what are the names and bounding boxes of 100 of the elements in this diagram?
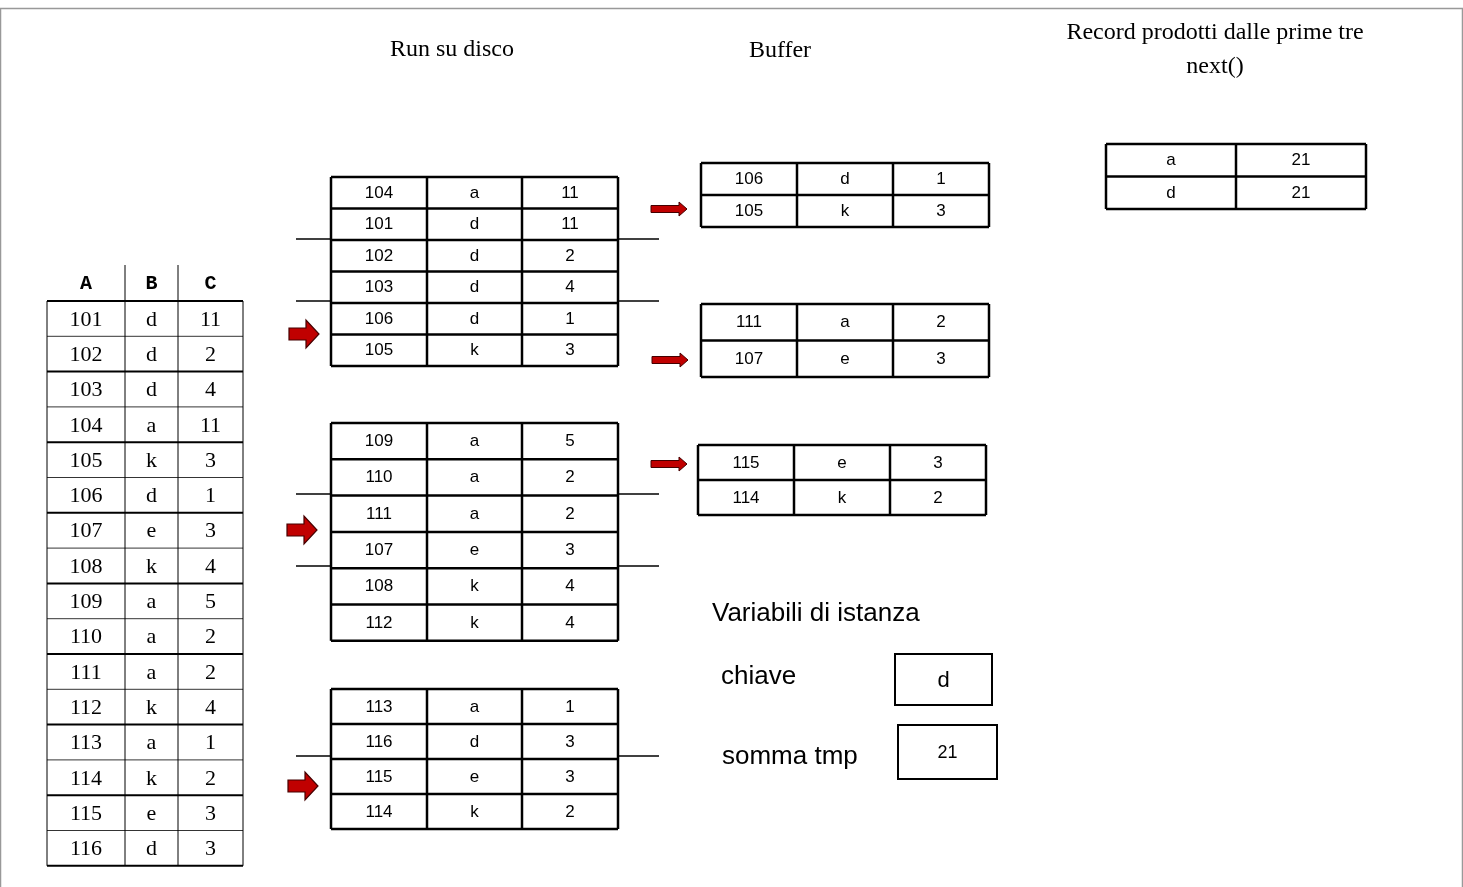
value-box [894,653,993,706]
table-cell-text: 106 [68,481,104,510]
table-cell-text: 115 [68,798,104,827]
table-cell-text: 110 [68,622,104,651]
table-cell-text: 2 [564,466,576,489]
table-cell-text: 108 [68,551,104,580]
table-cell-text: a [468,181,481,204]
table-cell-text: k [145,692,158,721]
table-cell-text: d [1165,181,1177,204]
table-cell-text: 1 [204,481,217,510]
table-cell-text: 4 [564,575,576,598]
table-cell-text: 2 [564,800,576,823]
table-cell-text: 110 [364,466,394,489]
table-cell-text: 114 [68,763,104,792]
table-cell-text: 115 [364,765,394,788]
value-text: d [937,666,950,693]
table-cell-text: 3 [935,347,947,370]
table-cell-text: 3 [935,200,947,222]
table-cell-text: e [836,451,848,474]
table-cell-text: 1 [204,728,217,757]
table-cell-text: 4 [204,551,217,580]
table-cell-text: k [469,611,480,634]
table-cell-text: a [839,311,851,334]
table-cell-text: a [1165,149,1177,172]
table-cell-text: 109 [68,587,104,616]
column-header: A [79,270,93,297]
table-cell-text: 112 [364,611,394,634]
table-cell-text: a [468,695,481,718]
table-cell-text: k [836,486,848,509]
table-cell-text: 21 [1290,181,1312,204]
table-cell-text: 106 [733,168,765,190]
table-cell-text: d [839,168,851,190]
table-cell-text: a [468,466,481,489]
table-cell-text: e [145,516,158,545]
table-cell-text: d [468,213,481,236]
table-cell-text: 111 [735,311,763,334]
table-cell-text: d [145,304,158,333]
table-cell-text: 4 [204,375,217,404]
section-heading: Variabili di istanza [712,595,921,629]
table-cell-text: 21 [1290,149,1312,172]
table-cell-text: e [145,798,158,827]
table-cell-text: a [145,410,158,439]
table-cell-text: d [468,244,481,267]
table-cell-text: 3 [932,451,944,474]
table-cell-text: 11 [560,213,580,236]
table-cell-text: 11 [198,410,223,439]
table-cell-text: 104 [68,410,104,439]
table-cell-text: 2 [204,339,217,368]
table-cell-text: 3 [564,765,576,788]
table-cell-text: d [145,481,158,510]
table-cell-text: 103 [68,375,104,404]
table-cell-text: 1 [564,695,576,718]
table-cell-text: d [468,307,481,330]
column-heading: Run su disco [389,34,515,64]
table-cell-text: 114 [364,800,394,823]
table-cell-text: 108 [363,575,395,598]
table-cell-text: 3 [204,834,217,863]
column-header: C [203,270,218,297]
table-cell-text: 105 [68,445,104,474]
table-cell-text: 3 [204,445,217,474]
table-cell-text: 107 [68,516,104,545]
table-cell-text: 2 [204,763,217,792]
table-cell-text: 3 [204,516,217,545]
table-cell-text: 103 [363,276,395,299]
table-cell-text: 113 [68,728,104,757]
table-cell-text: 115 [731,451,761,474]
table-cell-text: d [468,730,481,753]
table-cell-text: 5 [564,430,576,453]
table-cell-text: a [145,587,158,616]
table-cell-text: 5 [204,587,217,616]
table-cell-text: 116 [68,834,104,863]
table-cell-text: d [145,339,158,368]
table-cell-text: 102 [68,339,104,368]
table-cell-text: 111 [69,657,103,686]
table-cell-text: 111 [365,502,393,525]
table-cell-text: 106 [363,307,395,330]
table-cell-text: 2 [204,657,217,686]
table-cell-text: 104 [363,181,395,204]
table-cell-text: d [468,276,481,299]
table-cell-text: e [468,539,481,562]
table-cell-text: 4 [204,692,217,721]
table-cell-text: 1 [564,307,576,330]
table-cell-text: a [468,430,481,453]
table-cell-text: 113 [364,695,394,718]
table-cell-text: 11 [198,304,223,333]
table-cell-text: 2 [932,486,944,509]
table-cell-text: 11 [560,181,580,204]
table-cell-text: 3 [564,730,576,753]
table-cell-text: 105 [733,200,765,222]
table-cell-text: 101 [363,213,395,236]
value-box [897,724,998,780]
table-cell-text: e [839,347,851,370]
table-cell-text: 4 [564,611,576,634]
variable-label: chiave [721,658,797,692]
table-cell-text: 2 [564,244,576,267]
table-cell-text: 3 [564,539,576,562]
table-cell-text: 2 [935,311,947,334]
table-cell-text: k [469,339,480,362]
variable-label: somma tmp [722,738,858,772]
table-cell-text: 1 [935,168,947,190]
